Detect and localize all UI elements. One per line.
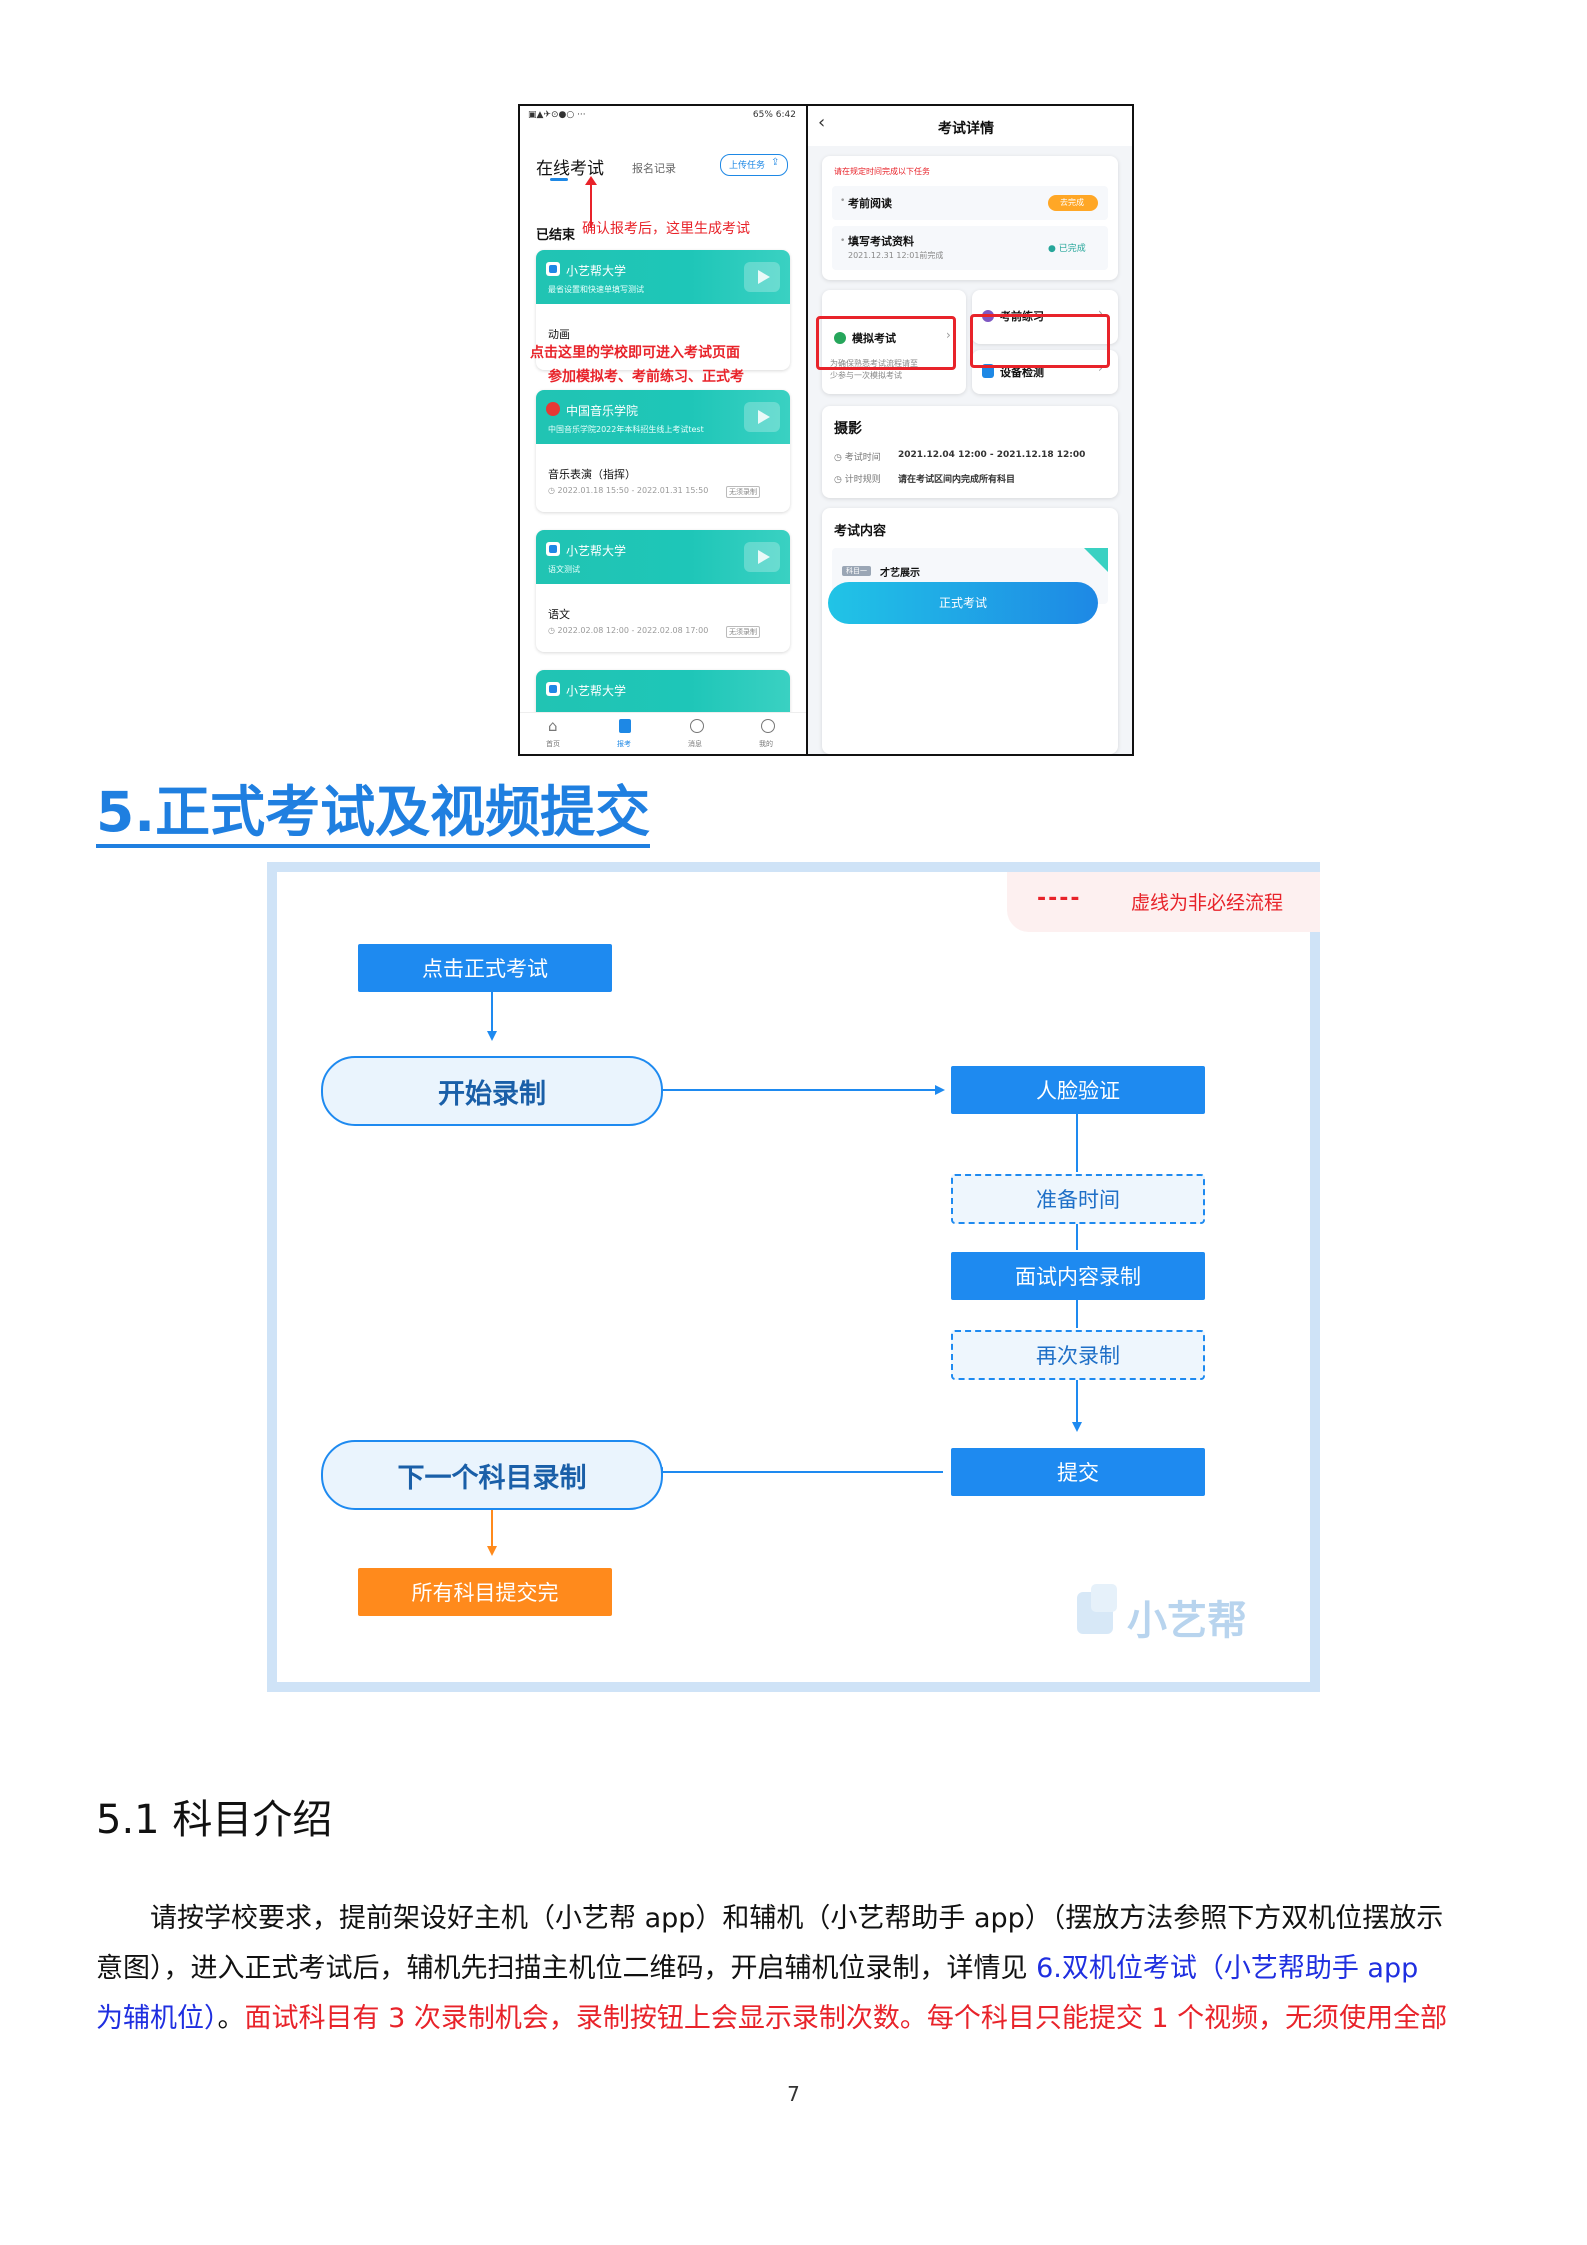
- step-all-submitted: 所有科目提交完: [358, 1568, 612, 1616]
- step-start-record: 开始录制: [321, 1056, 663, 1126]
- section-heading: 5.正式考试及视频提交: [96, 782, 651, 848]
- upload-icon: ⇪: [771, 157, 780, 168]
- tab-underline: [550, 178, 568, 181]
- card-tag: 无须录制: [726, 626, 760, 638]
- task-row[interactable]: • 考前阅读 去完成: [832, 186, 1108, 220]
- arrow-head-icon: [585, 176, 597, 185]
- page-title: 考试详情: [938, 121, 994, 137]
- nav-mine[interactable]: 我的: [759, 740, 773, 748]
- card-subject: 动画: [548, 328, 570, 341]
- home-icon[interactable]: ⌂: [548, 717, 558, 735]
- nav-home[interactable]: 首页: [546, 740, 560, 748]
- chevron-right-icon: ›: [946, 328, 951, 342]
- subject-info-panel: 摄影 ◷ 考试时间 2021.12.04 12:00 - 2021.12.18 …: [822, 406, 1118, 498]
- school-name: 小艺帮大学: [566, 544, 627, 558]
- start-exam-button[interactable]: 正式考试: [828, 582, 1098, 624]
- step-next-subject: 下一个科目录制: [321, 1440, 663, 1510]
- mock-exam-card[interactable]: 模拟考试 › 为确保熟悉考试流程请至 少参与一次模拟考试: [822, 290, 966, 394]
- school-logo-icon: [546, 682, 560, 696]
- school-logo-icon: [546, 402, 560, 416]
- device-check-card[interactable]: 设备检测 ›: [972, 350, 1118, 394]
- annotation-arrow: [590, 182, 592, 228]
- profile-icon[interactable]: [761, 719, 775, 733]
- card-desc: 语文测试: [548, 565, 580, 574]
- step-re-record: 再次录制: [951, 1330, 1205, 1380]
- tasks-panel: 请在规定时间完成以下任务 • 考前阅读 去完成 • 填写考试资料 2021.12…: [822, 156, 1118, 280]
- school-logo-icon: [546, 262, 560, 276]
- exam-list-screenshot: ▣▲✈⊙●○ ··· 65% 6:42 在线考试 报名记录 上传任务 ⇪ 已结束…: [518, 104, 808, 756]
- play-icon: [744, 542, 780, 572]
- flow-connectors: [487, 992, 1082, 1556]
- exam-card[interactable]: 小艺帮大学: [536, 670, 790, 714]
- card-time: ◷ 2022.01.18 15:50 - 2022.01.31 15:50: [548, 486, 709, 495]
- step-submit: 提交: [951, 1448, 1205, 1496]
- exam-content-panel: 考试内容 科目一 才艺展示: [822, 508, 1118, 754]
- flowchart: ---- 虚线为非必经流程 点击正式考试 开始录制 人脸验证 准备时间 面试内容…: [267, 862, 1320, 1692]
- highlight-box: [970, 314, 1110, 368]
- body-line-3: 为辅机位）。面试科目有 3 次录制机会，录制按钮上会显示录制次数。每个科目只能提…: [96, 2003, 1448, 2034]
- subsection-heading: 5.1 科目介绍: [96, 1797, 333, 1843]
- legend-dash: ----: [1037, 886, 1082, 911]
- nav-register[interactable]: 报考: [617, 740, 631, 748]
- task-row[interactable]: • 填写考试资料 2021.12.31 12:01前完成 ● 已完成: [832, 226, 1108, 270]
- watermark-logo-icon: [1077, 1584, 1121, 1638]
- emphasis-text: 面试科目有 3 次录制机会，录制按钮上会显示录制次数。每个科目只能提交 1 个视…: [244, 2003, 1448, 2034]
- card-desc: 最省设置和快速单填写测试: [548, 285, 644, 294]
- message-icon[interactable]: [690, 719, 704, 733]
- school-name: 小艺帮大学: [566, 684, 627, 698]
- status-bar: 65% 6:42: [752, 110, 796, 120]
- register-icon[interactable]: [619, 719, 631, 733]
- cross-reference-link[interactable]: 6.双机位考试（小艺帮助手 app: [1036, 1953, 1419, 1984]
- school-name: 中国音乐学院: [566, 404, 639, 418]
- step-click-exam: 点击正式考试: [358, 944, 612, 992]
- step-interview-record: 面试内容录制: [951, 1252, 1205, 1300]
- exam-card[interactable]: 小艺帮大学 最省设置和快速单填写测试 动画: [536, 250, 790, 370]
- nav-messages[interactable]: 消息: [688, 740, 702, 748]
- task-status: ● 已完成: [1048, 244, 1086, 254]
- exam-card[interactable]: 小艺帮大学 语文测试 语文 ◷ 2022.02.08 12:00 - 2022.…: [536, 530, 790, 652]
- card-subject: 音乐表演（指挥）: [548, 468, 636, 481]
- legend: ---- 虚线为非必经流程: [1007, 872, 1320, 932]
- annotation-mid-1: 点击这里的学校即可进入考试页面: [530, 345, 740, 361]
- play-icon: [744, 262, 780, 292]
- highlight-box: [816, 316, 956, 370]
- card-time: ◷ 2022.02.08 12:00 - 2022.02.08 17:00: [548, 626, 709, 635]
- annotation-top: 确认报考后，这里生成考试: [582, 221, 750, 237]
- mock-exam-icon: [834, 332, 846, 344]
- back-icon[interactable]: ‹: [818, 112, 826, 133]
- play-icon: [744, 402, 780, 432]
- chevron-right-icon: ›: [1098, 306, 1103, 320]
- page-number: 7: [787, 2082, 800, 2106]
- bottom-nav: ⌂ 首页 报考 消息 我的: [520, 712, 806, 754]
- tab-online-exam[interactable]: 在线考试: [536, 159, 604, 179]
- card-subject: 语文: [548, 608, 570, 621]
- legend-text: 虚线为非必经流程: [1131, 892, 1284, 914]
- card-desc: 中国音乐学院2022年本科招生线上考试test: [548, 425, 704, 434]
- cross-reference-link[interactable]: 为辅机位）: [96, 2003, 218, 2034]
- chevron-right-icon: ›: [1098, 361, 1103, 375]
- step-face-verify: 人脸验证: [951, 1066, 1205, 1114]
- upload-task-button[interactable]: 上传任务 ⇪: [720, 154, 788, 176]
- tab-registration-record[interactable]: 报名记录: [632, 162, 676, 175]
- task-notice: 请在规定时间完成以下任务: [834, 167, 930, 176]
- exam-card[interactable]: 中国音乐学院 中国音乐学院2022年本科招生线上考试test 音乐表演（指挥） …: [536, 390, 790, 512]
- task-status: 去完成: [1060, 198, 1084, 207]
- school-name: 小艺帮大学: [566, 264, 627, 278]
- exam-detail-screenshot: ‹ 考试详情 请在规定时间完成以下任务 • 考前阅读 去完成 • 填写考试资料 …: [806, 104, 1134, 756]
- step-prepare-time: 准备时间: [951, 1174, 1205, 1224]
- watermark-text: 小艺帮: [1127, 1598, 1247, 1644]
- annotation-mid-2: 参加模拟考、考前练习、正式考: [548, 369, 744, 385]
- card-tag: 无须录制: [726, 486, 760, 498]
- status-icons: ▣▲✈⊙●○ ···: [528, 110, 586, 120]
- body-line-2: 意图），进入正式考试后，辅机先扫描主机位二维码，开启辅机位录制，详情见 6.双机…: [96, 1953, 1419, 1984]
- section-ended: 已结束: [536, 228, 576, 243]
- body-line-1: 请按学校要求，提前架设好主机（小艺帮 app）和辅机（小艺帮助手 app）（摆放…: [150, 1903, 1444, 1934]
- subject-name: 摄影: [834, 421, 862, 437]
- school-logo-icon: [546, 542, 560, 556]
